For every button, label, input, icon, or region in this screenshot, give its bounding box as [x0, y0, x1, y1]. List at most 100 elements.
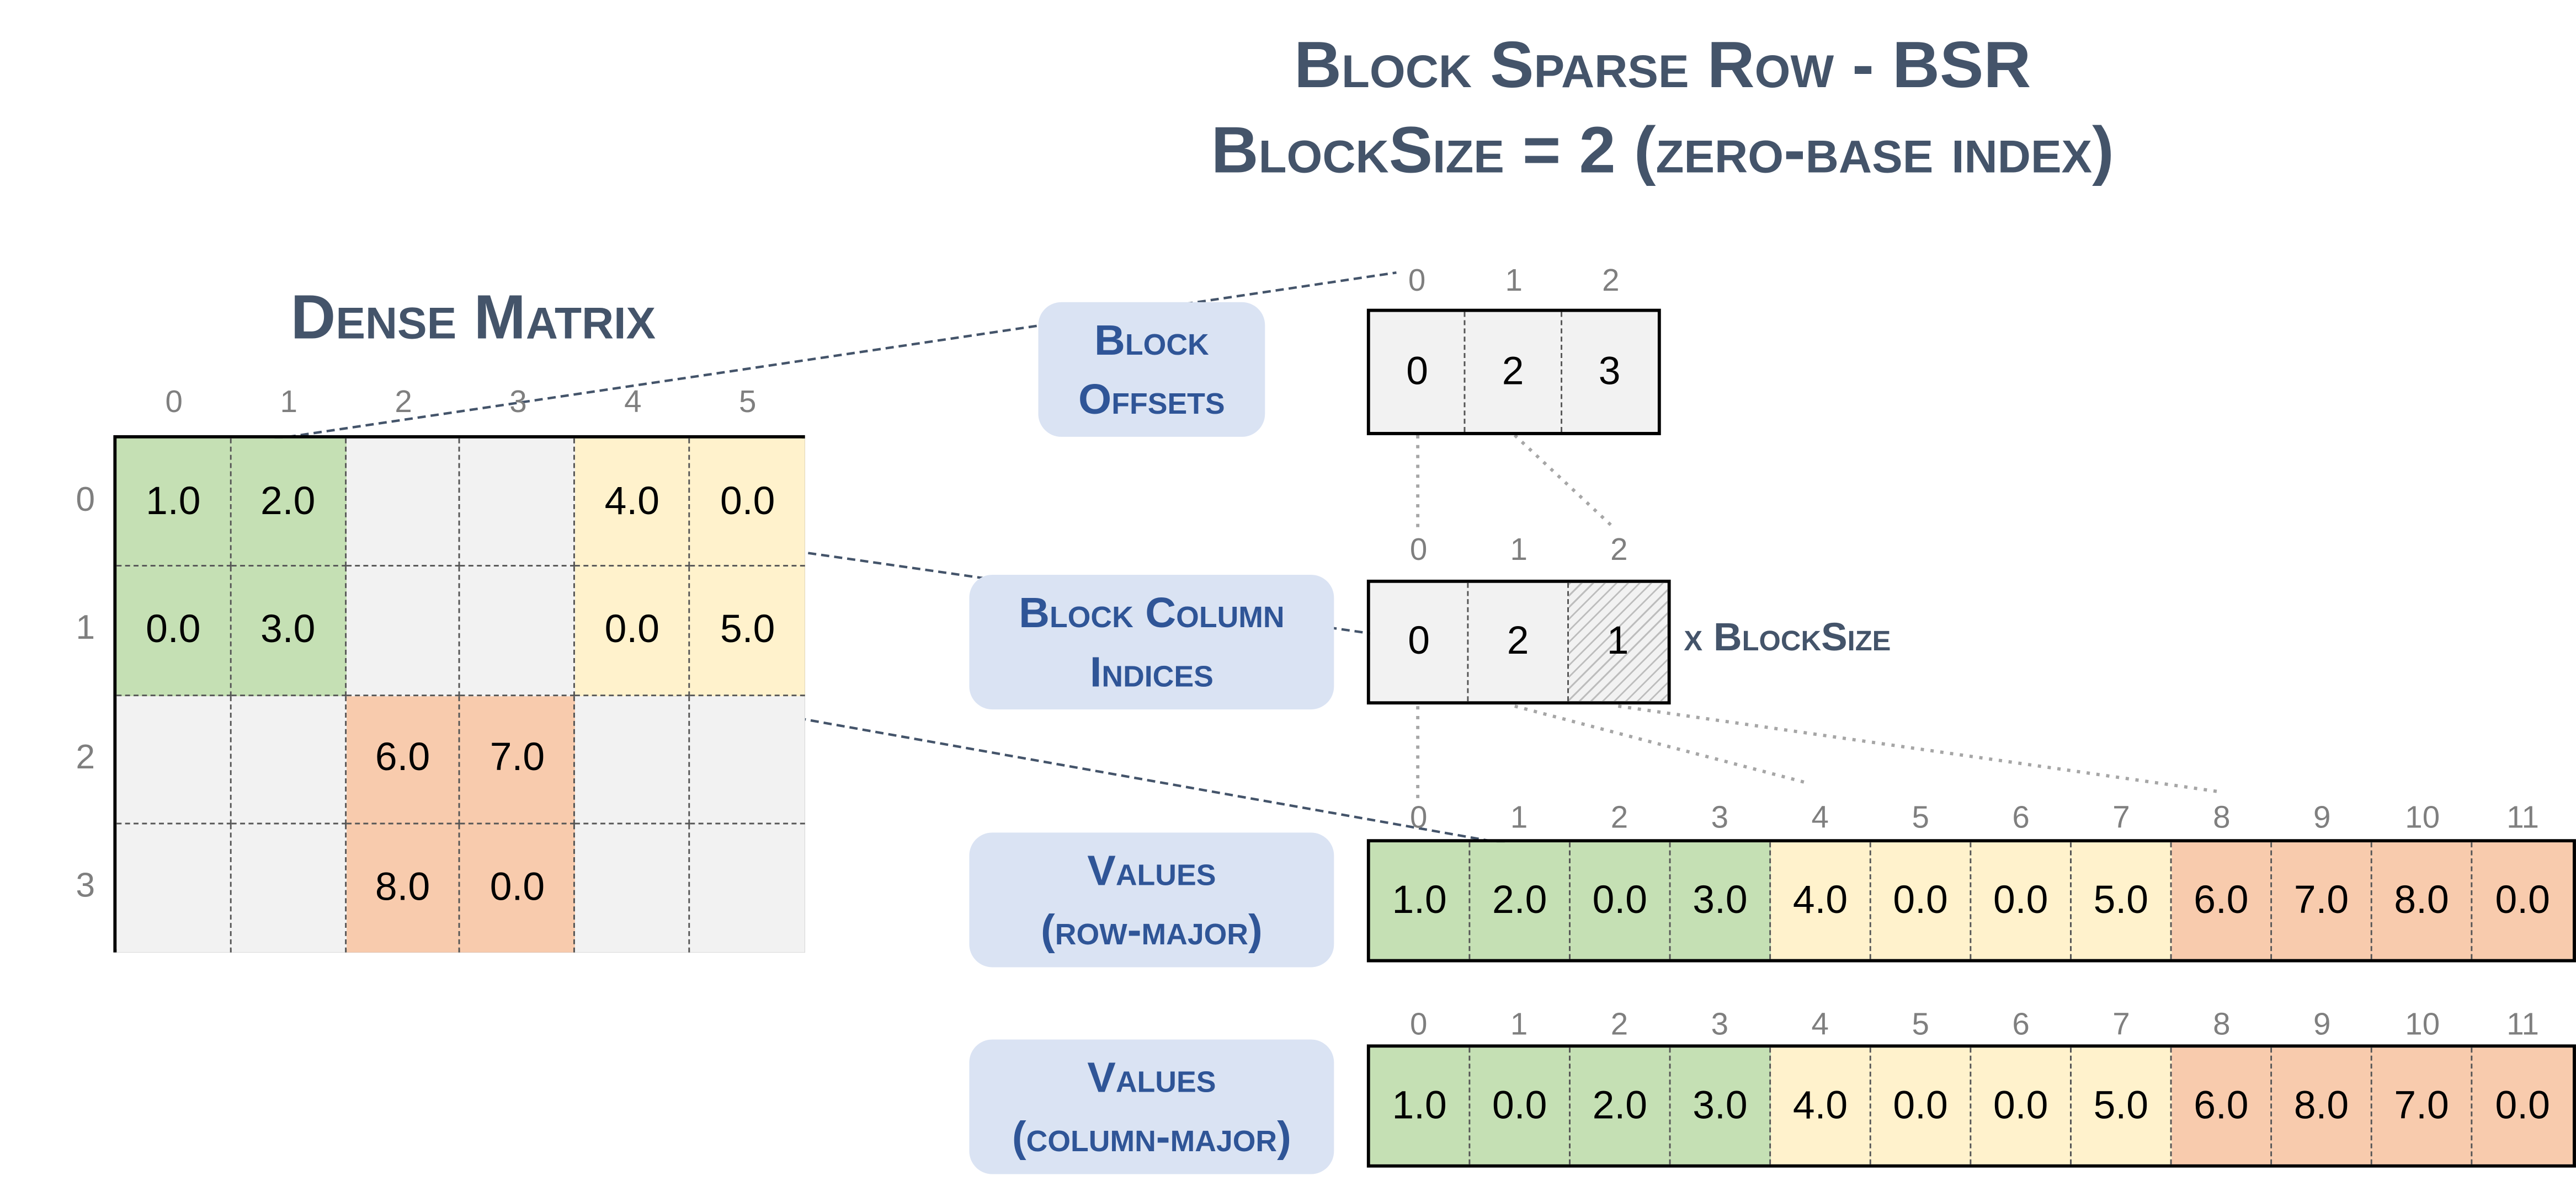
array-cell: 3.0: [1670, 842, 1771, 959]
array-cell: 8.0: [2372, 842, 2473, 959]
array-cell: 2.0: [1571, 1048, 1671, 1164]
array-cell: 7.0: [2272, 842, 2372, 959]
diagram-subtitle: BlockSize = 2 (zero-base index): [1211, 115, 2114, 188]
dense-matrix-title: Dense Matrix: [290, 284, 656, 354]
matrix-cell: [575, 824, 690, 953]
values-column-major-label-line2: (column-major): [1012, 1112, 1291, 1161]
values-row-major-label-line2: (row-major): [1040, 905, 1263, 954]
index-label: 0: [1408, 264, 1426, 299]
index-label: 0: [1410, 1008, 1428, 1043]
array-cell: 4.0: [1771, 1048, 1871, 1164]
matrix-cell: 7.0: [461, 695, 576, 824]
matrix-cell: 0.0: [575, 567, 690, 696]
array-cell: 0.0: [1971, 1048, 2072, 1164]
connector-value-line: [331, 634, 1712, 881]
index-label: 2: [1610, 533, 1628, 569]
array-cell: 0: [1370, 583, 1470, 702]
index-label: 1: [280, 386, 297, 421]
array-cell: 6.0: [2171, 842, 2272, 959]
index-label: 2: [395, 386, 412, 421]
index-label: 11: [2506, 1008, 2539, 1043]
block-offsets-label: Block Offsets: [1038, 302, 1265, 437]
index-label: 11: [2506, 801, 2539, 836]
array-cell: 1.0: [1370, 1048, 1471, 1164]
matrix-cell: 6.0: [346, 695, 461, 824]
matrix-cell: [690, 695, 805, 824]
row-index-label: 3: [76, 867, 95, 905]
array-cell: 0.0: [2472, 1048, 2573, 1164]
array-cell: 0.0: [1971, 842, 2072, 959]
array-cell: 0.0: [1871, 1048, 1972, 1164]
row-index-label: 2: [76, 738, 95, 776]
index-label: 9: [2313, 801, 2331, 836]
matrix-cell: [690, 824, 805, 953]
diagram-title: Block Sparse Row - BSR: [1294, 29, 2031, 102]
index-label: 2: [1610, 1008, 1628, 1043]
array-cell: 0.0: [2472, 842, 2573, 959]
block-column-indices-label-line1: Block Column: [1019, 587, 1285, 637]
index-label: 10: [2405, 801, 2440, 836]
row-index-label: 1: [76, 610, 95, 648]
matrix-cell: 1.0: [116, 438, 232, 567]
array-cell: 1: [1568, 583, 1668, 702]
matrix-cell: 4.0: [575, 438, 690, 567]
matrix-cell: 0.0: [690, 438, 805, 567]
matrix-cell: [575, 695, 690, 824]
index-label: 1: [1510, 533, 1527, 569]
matrix-cell: 3.0: [231, 567, 347, 696]
index-label: 2: [1610, 801, 1628, 836]
index-label: 0: [165, 386, 183, 421]
index-label: 5: [738, 386, 757, 421]
block-offsets-label-line1: Block: [1094, 314, 1209, 364]
matrix-cell: [461, 438, 576, 567]
colindex-to-values-line: [1514, 704, 1809, 785]
index-label: 1: [1510, 801, 1528, 836]
index-label: 1: [1510, 1008, 1528, 1043]
index-label: 3: [1711, 1008, 1729, 1043]
block-column-indices-label-line2: Indices: [1089, 646, 1214, 697]
matrix-cell: [231, 824, 347, 953]
matrix-cell: [346, 438, 461, 567]
matrix-cell: [231, 695, 347, 824]
index-label: 2: [1602, 264, 1620, 299]
index-label: 6: [2012, 801, 2030, 836]
matrix-cell: [346, 567, 461, 696]
colindex-to-values-line: [1617, 704, 2218, 793]
matrix-cell: [461, 567, 576, 696]
array-cell: 0: [1370, 312, 1466, 432]
matrix-cell: [116, 824, 232, 953]
index-label: 1: [1505, 264, 1523, 299]
array-cell: 4.0: [1771, 842, 1871, 959]
block-offsets-label-line2: Offsets: [1078, 374, 1225, 424]
array-cell: 6.0: [2171, 1048, 2272, 1164]
values-row-major-label-line1: Values: [1087, 845, 1216, 895]
array-cell: 5.0: [2071, 1048, 2172, 1164]
blocksize-multiplier: x BlockSize: [1684, 616, 1891, 660]
index-label: 8: [2213, 1008, 2231, 1043]
array-cell: 2: [1466, 312, 1562, 432]
matrix-cell: 0.0: [461, 824, 576, 953]
index-label: 10: [2405, 1008, 2440, 1043]
index-label: 6: [2012, 1008, 2030, 1043]
array-cell: 3.0: [1670, 1048, 1771, 1164]
values-column-major-label: Values (column-major): [969, 1039, 1334, 1174]
array-cell: 5.0: [2071, 842, 2172, 959]
index-label: 8: [2213, 801, 2231, 836]
array-cell: 0.0: [1871, 842, 1972, 959]
matrix-cell: 2.0: [231, 438, 347, 567]
index-label: 3: [509, 386, 527, 421]
values-column-major-label-line1: Values: [1087, 1052, 1216, 1102]
array-cell: 2: [1469, 583, 1568, 702]
array-cell: 0.0: [1470, 1048, 1571, 1164]
index-label: 0: [1409, 533, 1428, 569]
array-cell: 7.0: [2372, 1048, 2473, 1164]
matrix-cell: [116, 695, 232, 824]
index-label: 9: [2313, 1008, 2331, 1043]
offset-to-colindex-line: [1513, 434, 1616, 530]
matrix-cell: 8.0: [346, 824, 461, 953]
